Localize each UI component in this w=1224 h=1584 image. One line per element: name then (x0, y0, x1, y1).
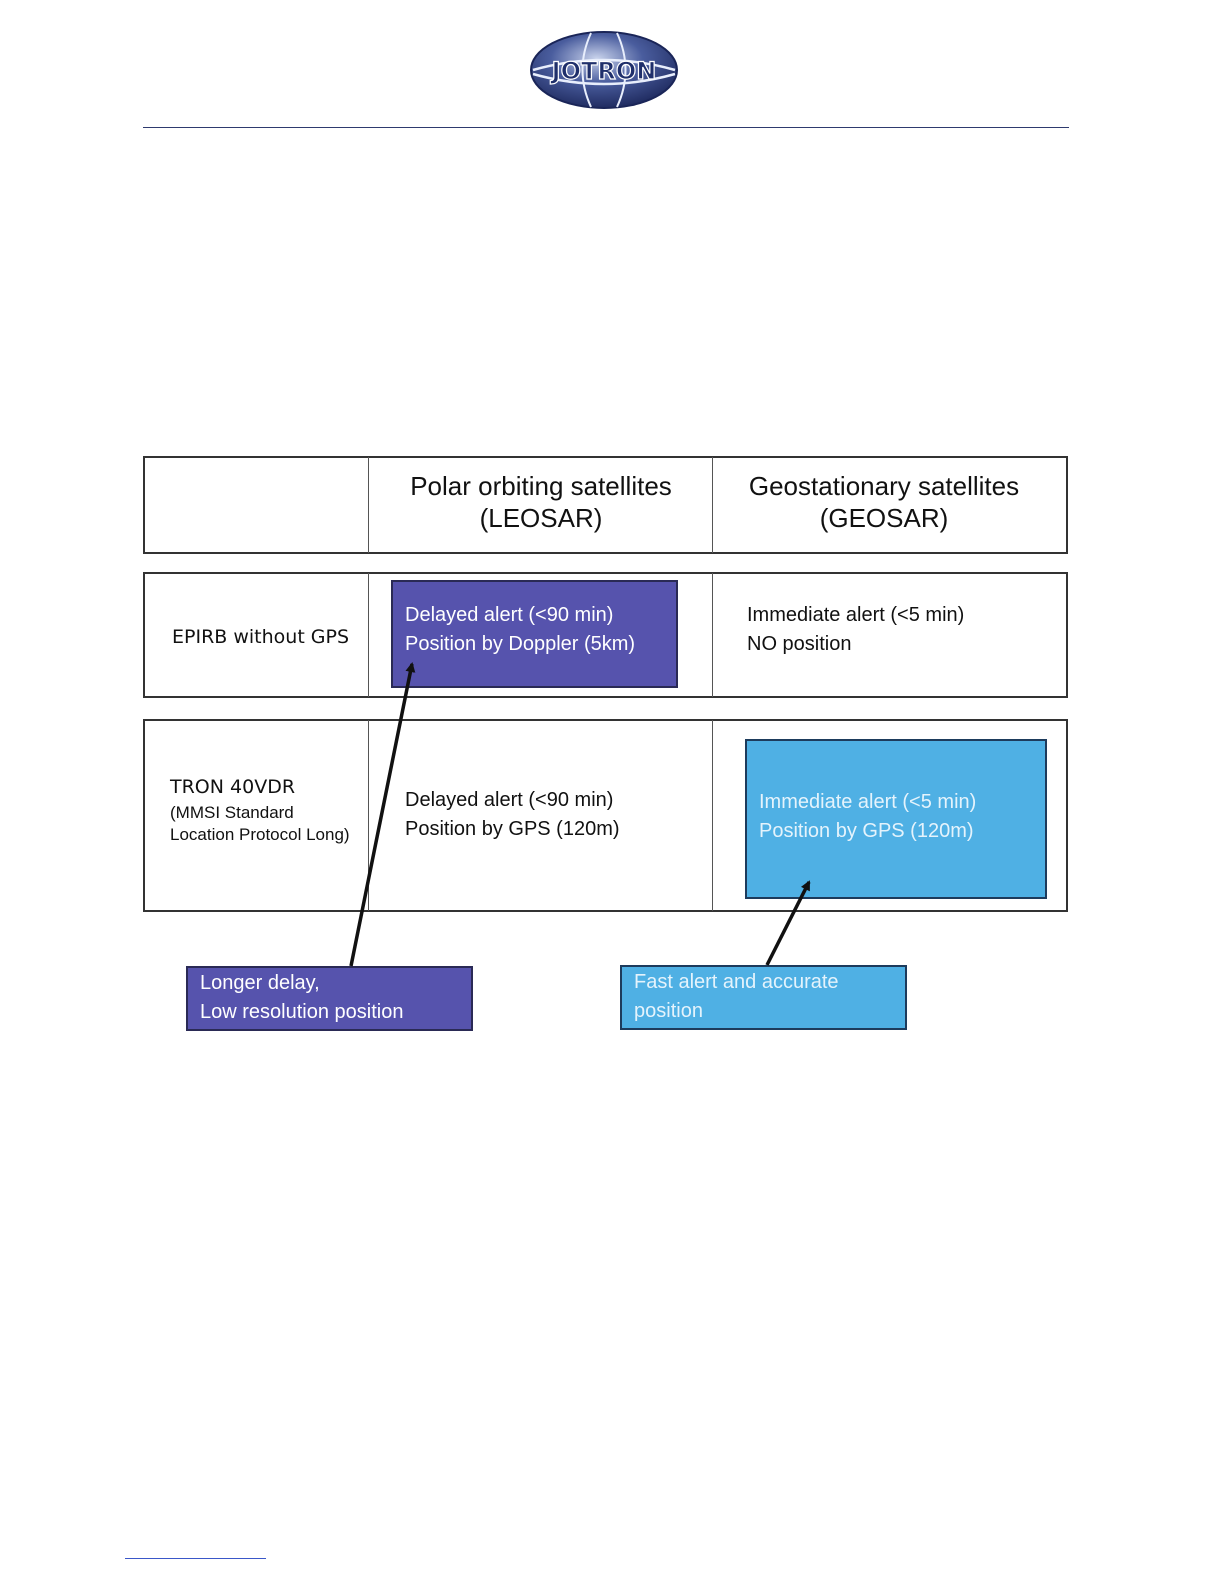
leosar-tron-line2: Position by GPS (120m) (405, 818, 620, 840)
geosar-tron-text: Immediate alert (<5 min) Position by GPS… (759, 788, 976, 846)
column-header-leosar: Polar orbiting satellites (LEOSAR) (370, 470, 712, 534)
geosar-epirb-line2: NO position (747, 633, 852, 655)
row2-divider-2 (712, 720, 713, 911)
header-divider-2 (712, 457, 713, 553)
callout-left-line1: Longer delay, (200, 972, 320, 994)
callout-right-box (620, 965, 907, 1030)
table-header-row (143, 456, 1068, 554)
row2-divider-1 (368, 720, 369, 911)
column-header-geosar-line1: Geostationary satellites (748, 471, 1020, 501)
leosar-tron-text: Delayed alert (<90 min) Position by GPS … (405, 786, 620, 844)
callout-left-line2: Low resolution position (200, 1001, 404, 1023)
geosar-tron-line1: Immediate alert (<5 min) (759, 791, 977, 813)
footer-link-underline (125, 1558, 266, 1559)
arrow-left (349, 662, 416, 967)
header-divider (143, 127, 1069, 128)
leosar-epirb-text: Delayed alert (<90 min) Position by Dopp… (405, 601, 635, 659)
callout-right-text: Fast alert and accurate position (634, 968, 839, 1026)
callout-right-line2: position (634, 1000, 703, 1022)
geosar-tron-highlight (745, 739, 1047, 899)
row-sublabel-line1: (MMSI Standard (170, 803, 294, 822)
column-header-leosar-line1: Polar orbiting satellites (410, 471, 672, 501)
arrow-right (765, 880, 811, 966)
column-header-leosar-line2: (LEOSAR) (479, 503, 603, 533)
callout-left-text: Longer delay, Low resolution position (200, 969, 403, 1027)
leosar-tron-line1: Delayed alert (<90 min) (405, 789, 614, 811)
row-label-tron40vdr: TRON 40VDR (170, 776, 296, 798)
logo-globe-icon: JOTRON (530, 31, 678, 109)
row-label-tron40vdr-block: TRON 40VDR (MMSI Standard Location Proto… (170, 776, 350, 846)
row-sublabel-line2: Location Protocol Long) (170, 825, 350, 844)
row1-divider-2 (712, 573, 713, 697)
jotron-logo: JOTRON (529, 30, 679, 110)
row1-divider-1 (368, 573, 369, 697)
geosar-epirb-line1: Immediate alert (<5 min) (747, 604, 965, 626)
logo-text: JOTRON (550, 57, 657, 85)
leosar-epirb-line1: Delayed alert (<90 min) (405, 604, 614, 626)
callout-left-box (186, 966, 473, 1031)
geosar-epirb-text: Immediate alert (<5 min) NO position (747, 601, 964, 659)
column-header-geosar-line2: (GEOSAR) (819, 503, 949, 533)
geosar-tron-line2: Position by GPS (120m) (759, 820, 974, 842)
row-label-epirb: EPIRB without GPS (172, 626, 350, 648)
header-divider-1 (368, 457, 369, 553)
callout-right-line1: Fast alert and accurate (634, 971, 839, 993)
leosar-epirb-line2: Position by Doppler (5km) (405, 633, 636, 655)
column-header-geosar: Geostationary satellites (GEOSAR) (714, 470, 1054, 534)
leosar-epirb-highlight (391, 580, 678, 688)
